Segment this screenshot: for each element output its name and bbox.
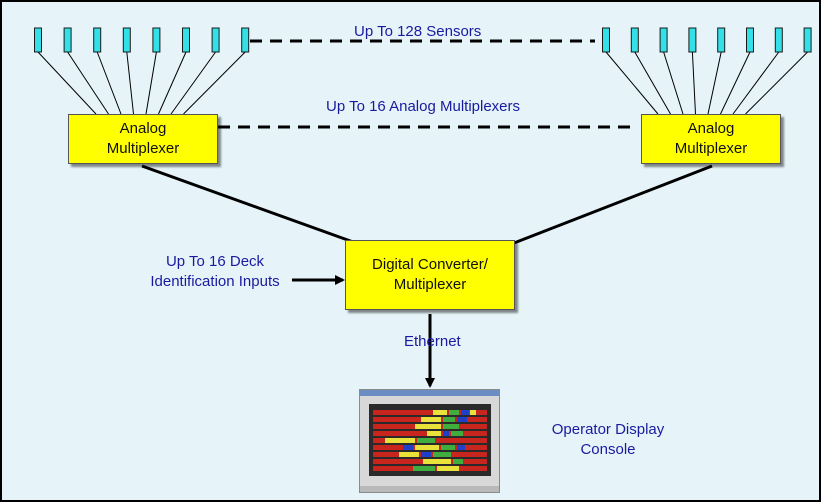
sensor-wire: [170, 51, 217, 115]
sensor-wire: [707, 51, 722, 115]
console-bar-segment: [443, 417, 455, 422]
sensor-icon: [182, 27, 190, 53]
console-bar-row: [373, 417, 487, 422]
analog-left-line2: Multiplexer: [106, 140, 180, 157]
console-bar-segment: [421, 417, 441, 422]
sensor-icon: [803, 27, 812, 53]
sensor-wire: [145, 51, 157, 115]
console-bar-segment: [457, 417, 467, 422]
analog-muxes-label: Up To 16 Analog Multiplexers: [326, 98, 521, 115]
console-bar-segment: [453, 459, 463, 464]
sensor-wire: [745, 51, 808, 115]
sensor-wire: [720, 51, 751, 115]
sensor-icon: [630, 27, 639, 53]
sensor-icon: [241, 27, 250, 53]
sensor-icon: [746, 27, 754, 53]
console-bar-row: [373, 445, 487, 450]
sensor-wires: [37, 51, 808, 115]
console-label: Operator Display Console: [533, 420, 683, 460]
sensor-wire: [605, 51, 659, 115]
sensor-icon: [774, 27, 783, 53]
sensor-wire: [663, 51, 684, 115]
sensor-icon: [659, 27, 668, 53]
sensor-icons: [34, 27, 812, 53]
sensor-wire: [732, 51, 780, 115]
analog-multiplexer-right: Analog Multiplexer: [641, 114, 781, 164]
console-bar-segment: [433, 452, 451, 457]
console-bar-row: [373, 452, 487, 457]
line-right-mux-to-converter: [513, 164, 713, 245]
analog-right-line1: Analog: [687, 120, 735, 137]
console-bar-segment: [443, 424, 459, 429]
console-bar-segment: [437, 466, 459, 471]
deck-inputs-label: Up To 16 Deck Identification Inputs: [130, 252, 300, 292]
sensor-wire: [96, 51, 122, 115]
console-bar-segment: [461, 410, 469, 415]
sensor-icon: [152, 27, 161, 53]
analog-right-line2: Multiplexer: [674, 140, 748, 157]
sensor-wire: [634, 51, 671, 115]
console-bar-segment: [417, 438, 435, 443]
sensor-wire: [691, 51, 696, 115]
sensor-icon: [717, 27, 726, 53]
console-bar-segment: [403, 445, 413, 450]
sensor-wire: [67, 51, 109, 115]
console-bar-segment: [443, 431, 449, 436]
line-left-mux-to-converter: [141, 164, 357, 245]
deck-inputs-line1: Up To 16 Deck: [165, 253, 265, 270]
sensor-wire: [126, 51, 134, 115]
console-bar-segment: [451, 431, 463, 436]
console-bar-segment: [399, 452, 419, 457]
console-bar-segment: [421, 452, 431, 457]
console-bar-row: [373, 410, 487, 415]
console-bar-segment: [433, 410, 447, 415]
console-bar-segment: [385, 438, 415, 443]
console-bar-row: [373, 459, 487, 464]
console-bar-row: [373, 424, 487, 429]
ethernet-label: Ethernet: [404, 333, 461, 350]
console-bar-segment: [413, 466, 435, 471]
console-bar-segment: [470, 410, 476, 415]
console-bar-segment: [449, 410, 459, 415]
sensor-icon: [688, 27, 697, 53]
sensor-icon: [211, 27, 220, 53]
console-label-line2: Console: [580, 441, 636, 458]
deck-inputs-line2: Identification Inputs: [150, 273, 280, 290]
sensor-wire: [183, 51, 246, 115]
digital-converter-multiplexer: Digital Converter/ Multiplexer: [345, 240, 515, 310]
console-bar-segment: [457, 445, 465, 450]
console-label-line1: Operator Display: [551, 421, 665, 438]
analog-multiplexer-left: Analog Multiplexer: [68, 114, 218, 164]
sensor-icon: [34, 27, 42, 53]
console-statusbar: [360, 486, 499, 492]
sensor-icon: [63, 27, 72, 53]
digital-line2: Multiplexer: [393, 276, 467, 293]
sensor-icon: [93, 27, 102, 53]
sensor-icon: [122, 27, 131, 53]
console-bar-row: [373, 431, 487, 436]
console-bar-segment: [423, 459, 451, 464]
digital-line1: Digital Converter/: [372, 256, 488, 273]
analog-left-line1: Analog: [119, 120, 167, 137]
console-bar-row: [373, 438, 487, 443]
console-bar-segment: [415, 445, 439, 450]
console-bar-segment: [441, 445, 455, 450]
sensor-icon: [602, 27, 610, 53]
console-bar-segment: [415, 424, 441, 429]
console-bar-segment: [427, 431, 441, 436]
console-bar-row: [373, 466, 487, 471]
monitor-screenshot-icon: [359, 389, 500, 493]
console-titlebar: [360, 390, 499, 396]
sensor-wire: [158, 51, 187, 115]
sensor-wire: [37, 51, 97, 115]
console-screen: [369, 404, 491, 476]
sensors-label: Up To 128 Sensors: [354, 23, 482, 40]
